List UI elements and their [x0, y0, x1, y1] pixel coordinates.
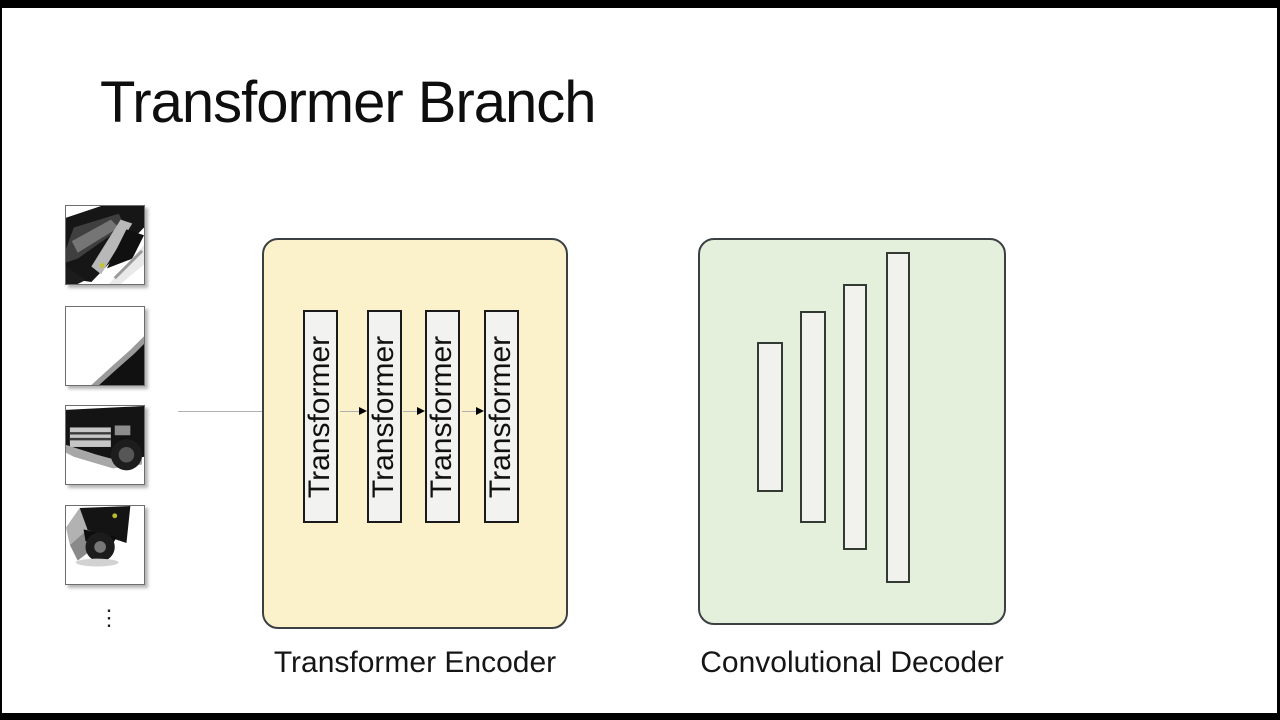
transformer-block-1: Transformer [303, 310, 338, 523]
encoder-caption: Transformer Encoder [273, 646, 557, 679]
truck-rear-wheel-crop-image [66, 506, 144, 584]
frame-right-edge [1277, 0, 1280, 720]
more-patches-ellipsis: ⋮ [98, 605, 120, 630]
transformer-block-3: Transformer [425, 310, 460, 523]
block-arrow-2-line [403, 411, 417, 412]
transformer-block-1-label: Transformer [303, 335, 337, 498]
transformer-block-2: Transformer [367, 310, 402, 523]
block-arrow-1-head-icon [359, 407, 367, 415]
decoder-feature-bar-4 [886, 252, 910, 583]
truck-hood-corner-crop-image [66, 307, 144, 385]
decoder-feature-bar-2 [800, 311, 826, 523]
input-patch-4 [65, 505, 145, 585]
decoder-caption: Convolutional Decoder [700, 646, 1004, 679]
input-arrow-line [178, 411, 295, 412]
frame-left-edge [0, 0, 2, 720]
block-arrow-1-line [340, 411, 359, 412]
transformer-block-4-label: Transformer [484, 335, 518, 498]
input-patch-1 [65, 205, 145, 285]
block-arrow-2-head-icon [417, 407, 425, 415]
decoder-feature-bar-1 [757, 342, 783, 492]
input-patch-2 [65, 306, 145, 386]
decoder-feature-bar-3 [843, 284, 867, 550]
transformer-block-2-label: Transformer [367, 335, 401, 498]
input-patch-3 [65, 405, 145, 485]
block-arrow-3-line [462, 411, 476, 412]
transformer-block-4: Transformer [484, 310, 519, 523]
truck-front-grille-crop-image [66, 406, 144, 484]
block-arrow-3-head-icon [476, 407, 484, 415]
letterbox-bottom-bar [0, 713, 1280, 720]
truck-roof-crop-image [66, 206, 144, 284]
letterbox-top-bar [0, 0, 1280, 8]
slide-title: Transformer Branch [100, 70, 597, 135]
transformer-block-3-label: Transformer [425, 335, 459, 498]
